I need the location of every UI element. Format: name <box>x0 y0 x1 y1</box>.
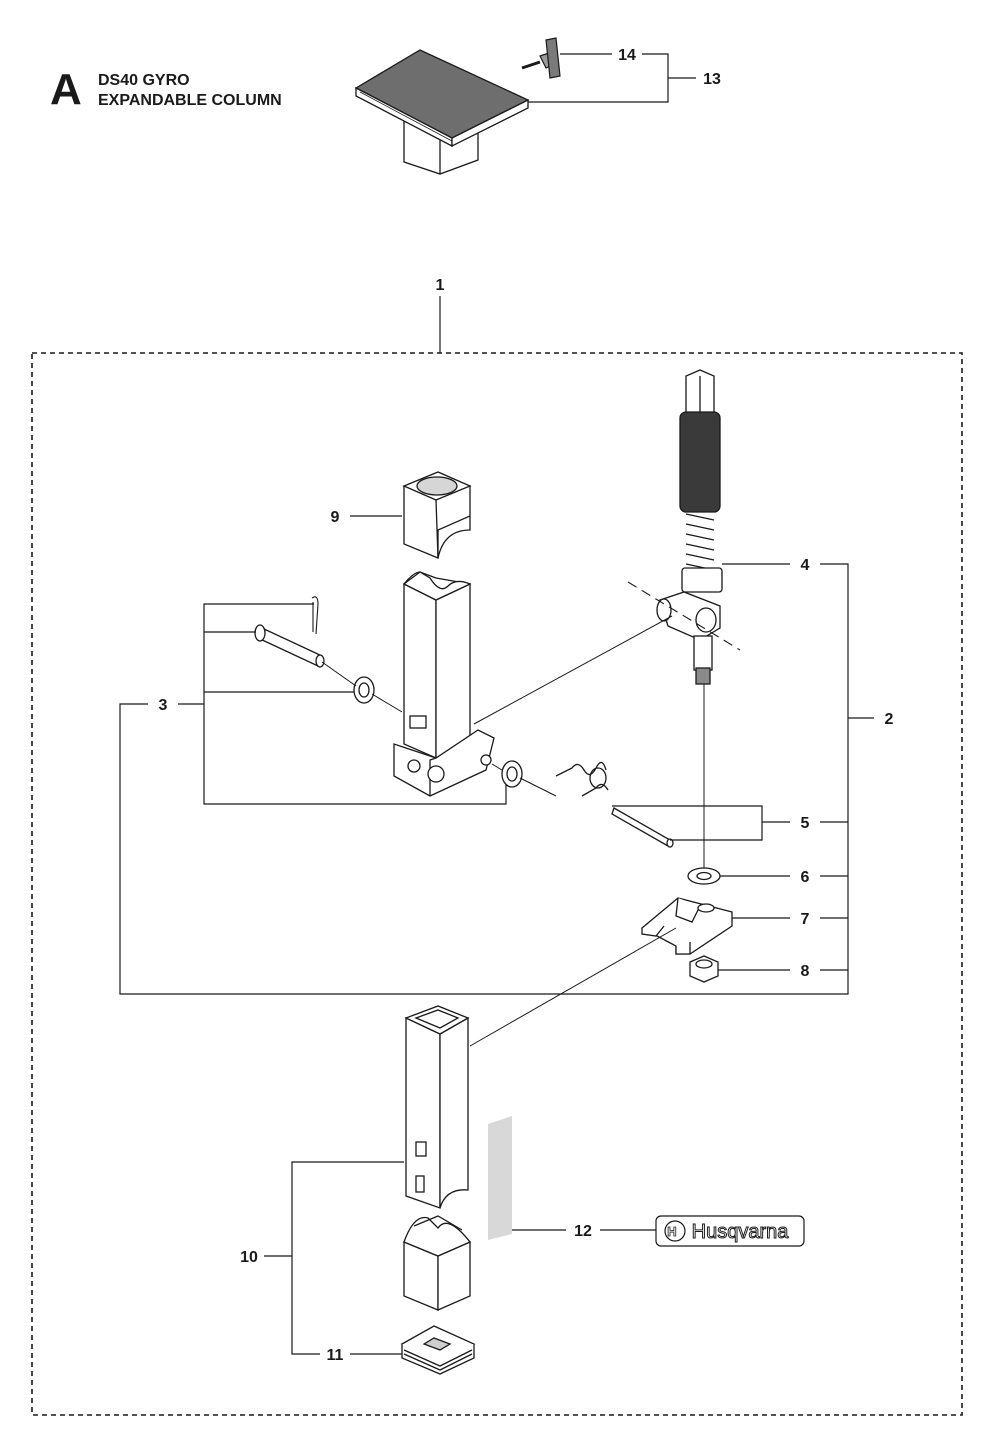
callout-1: 1 <box>436 277 445 294</box>
alignment-lines <box>321 615 705 1047</box>
svg-text:H: H <box>667 1224 676 1239</box>
callout-6: 6 <box>801 869 810 886</box>
washer-left-part-3 <box>353 676 375 704</box>
callout-3: 3 <box>159 697 168 714</box>
callout-10: 10 <box>240 1249 258 1266</box>
washer-right-part-3 <box>501 760 523 788</box>
end-plug-part-11 <box>400 1325 476 1375</box>
upper-column-tube <box>393 571 495 797</box>
callout-8: 8 <box>801 963 810 980</box>
diagram-title-description: EXPANDABLE COLUMN <box>98 92 282 109</box>
husqvarna-decal-part-12: H Husqvarna <box>655 1215 805 1247</box>
clevis-pin-part-3 <box>254 624 325 668</box>
split-pin-part-3 <box>311 596 319 635</box>
callout-14: 14 <box>618 47 636 64</box>
decal-strip-part-12 <box>488 1116 512 1240</box>
fork-bracket-part-7 <box>640 897 733 955</box>
spring-part-5 <box>555 761 609 797</box>
column-cap-part-9 <box>402 471 472 559</box>
column-insert <box>403 1215 472 1311</box>
callout-12: 12 <box>574 1223 592 1240</box>
callout-7: 7 <box>801 911 810 928</box>
callout-13: 13 <box>703 71 721 88</box>
callout-11: 11 <box>327 1347 344 1364</box>
leaders-right <box>512 563 874 1231</box>
husqvarna-crown-icon <box>664 1220 686 1242</box>
spring-pin-part-5 <box>611 807 674 848</box>
lower-column-tube-part-10 <box>404 1005 470 1209</box>
adjusting-screw-part-4 <box>656 369 723 685</box>
leaders-13-14 <box>528 53 696 103</box>
thumb-screw-part-14 <box>521 37 561 79</box>
diagram-title-model: DS40 GYRO <box>98 72 190 89</box>
callout-2: 2 <box>885 711 894 728</box>
callout-9: 9 <box>331 509 340 526</box>
assembly-1-boundary <box>31 352 963 1416</box>
nut-part-8 <box>689 955 719 983</box>
callout-5: 5 <box>801 815 810 832</box>
pivot-axis-centerline <box>627 581 741 651</box>
top-plate-part-13 <box>354 49 530 175</box>
decal-brand-text: Husqvarna <box>692 1221 790 1243</box>
washer-part-6 <box>687 867 721 885</box>
callout-4: 4 <box>801 557 810 574</box>
leaders-left <box>119 603 849 1355</box>
section-letter: A <box>50 65 82 114</box>
